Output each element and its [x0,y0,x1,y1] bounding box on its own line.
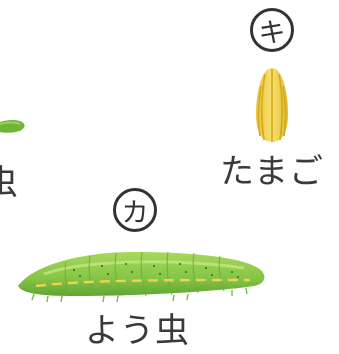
caterpillar-caption: よう虫 [85,311,190,351]
marker-ki: キ [250,8,294,52]
marker-ka: カ [113,188,157,232]
caterpillar-fragment-icon [0,120,25,133]
caterpillar-icon [18,251,265,303]
egg-icon [256,68,288,142]
egg-caption: たまご [220,152,324,192]
fragment-caption: 虫 [0,163,19,203]
